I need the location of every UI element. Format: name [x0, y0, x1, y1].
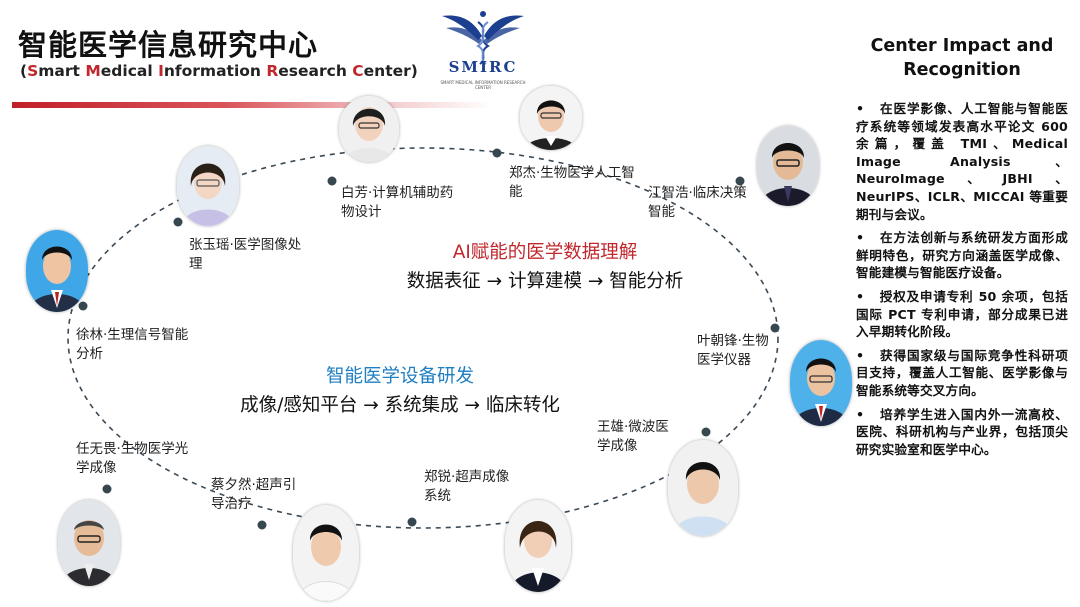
node-dot — [701, 427, 711, 437]
bullet-icon: • — [856, 347, 865, 363]
bullet-icon: • — [856, 406, 865, 422]
member-label-wang-xiong: 王雄·微波医学成像 — [597, 419, 669, 454]
center-top-block: AI赋能的医学数据理解 数据表征 → 计算建模 → 智能分析 — [355, 238, 735, 293]
node-dot — [78, 301, 88, 311]
member-photo-ren-wuwei — [58, 500, 120, 586]
center-bottom-flow: 成像/感知平台 → 系统集成 → 临床转化 — [240, 395, 560, 416]
member-label-zhang-yuyao: 张玉瑶·医学图像处理 — [189, 237, 302, 272]
member-photo-cai-xiran — [293, 505, 359, 601]
title-underline-bar — [12, 102, 492, 108]
page-subtitle-en: (Smart Medical Information Research Cent… — [20, 62, 418, 80]
smirc-logo — [438, 8, 528, 88]
center-top-flow: 数据表征 → 计算建模 → 智能分析 — [406, 271, 684, 292]
member-photo-jiang-zhihao — [757, 126, 819, 206]
impact-item: • 获得国家级与国际竞争性科研项目支持，覆盖人工智能、医学影像与智能系统等交叉方… — [856, 347, 1068, 398]
center-bottom-block: 智能医学设备研发 成像/感知平台 → 系统集成 → 临床转化 — [185, 362, 615, 417]
team-ellipse-diagram — [67, 147, 780, 530]
impact-item: • 授权及申请专利 50 余项，包括国际 PCT 专利申请，部分成果已进入早期转… — [856, 288, 1068, 340]
node-dot — [492, 148, 502, 158]
node-dot — [735, 176, 745, 186]
member-photo-xu-lin — [26, 230, 88, 312]
member-label-cai-xiran: 蔡夕然·超声引导治疗 — [211, 477, 297, 512]
member-photo-wang-xiong — [668, 440, 738, 536]
node-dot — [173, 217, 183, 227]
member-label-ye-chaofeng: 叶朝锋·生物医学仪器 — [697, 333, 769, 368]
logo-text: SMIRC — [448, 58, 518, 76]
page-title: 智能医学信息研究中心 — [18, 28, 319, 62]
impact-item: • 在方法创新与系统研发方面形成鲜明特色，研究方向涵盖医学成像、智能建模与智能医… — [856, 230, 1068, 281]
logo-subtext: SMART MEDICAL INFORMATION RESEARCH CENTE… — [440, 80, 526, 90]
impact-item: • 在医学影像、人工智能与智能医疗系统等领域发表高水平论文 600 余篇，覆盖 … — [856, 101, 1068, 222]
member-photo-bai-fang — [339, 96, 399, 162]
bullet-icon: • — [856, 288, 865, 304]
member-label-zheng-rui: 郑锐·超声成像系统 — [424, 469, 510, 504]
member-label-zheng-jie: 郑杰·生物医学人工智能 — [509, 165, 635, 200]
ellipse-path — [67, 147, 779, 529]
node-dot — [770, 323, 780, 333]
impact-sidebar: Center Impact and Recognition • 在医学影像、人工… — [856, 34, 1068, 464]
member-photo-zheng-jie — [520, 86, 582, 150]
logo-wings-icon — [442, 11, 524, 65]
center-bottom-heading: 智能医学设备研发 — [325, 366, 474, 387]
member-label-xu-lin: 徐林·生理信号智能分析 — [76, 327, 189, 362]
bullet-icon: • — [856, 230, 865, 246]
member-label-jiang-zhihao: 江智浩·临床决策智能 — [648, 185, 747, 220]
bullet-icon: • — [856, 101, 865, 116]
member-photo-zhang-yuyao — [177, 146, 239, 226]
node-dot — [407, 517, 417, 527]
node-dot — [102, 484, 112, 494]
center-top-heading: AI赋能的医学数据理解 — [452, 242, 638, 263]
node-dot — [327, 176, 337, 186]
impact-item: • 培养学生进入国内外一流高校、医院、科研机构与产业界，包括顶尖研究实验室和医学… — [856, 406, 1068, 457]
member-label-bai-fang: 白芳·计算机辅助药物设计 — [341, 185, 454, 220]
member-photo-ye-chaofeng — [790, 340, 852, 426]
sidebar-title: Center Impact and Recognition — [870, 36, 1054, 80]
member-label-ren-wuwei: 任无畏·生物医学光学成像 — [76, 441, 189, 476]
node-dot — [257, 520, 267, 530]
impact-list: • 在医学影像、人工智能与智能医疗系统等领域发表高水平论文 600 余篇，覆盖 … — [856, 100, 1068, 458]
member-photo-zheng-rui — [505, 500, 571, 592]
